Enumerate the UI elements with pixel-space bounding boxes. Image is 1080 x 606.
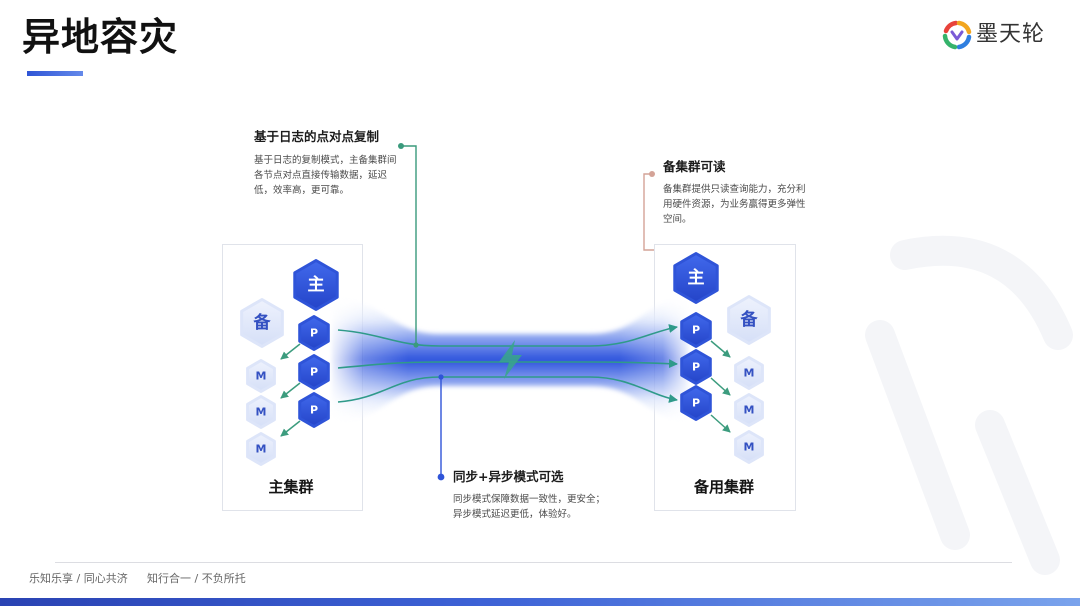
node-label: 主 bbox=[308, 274, 325, 295]
arrow-icon bbox=[710, 340, 731, 358]
footer-divider bbox=[55, 562, 1012, 563]
primary-standby-node: 备 bbox=[240, 298, 284, 348]
annotation-text: 用硬件资源，为业务赢得更多弹性 bbox=[663, 198, 806, 210]
connector-dot bbox=[438, 374, 444, 380]
arrow-icon bbox=[710, 377, 731, 396]
arrow-icon bbox=[280, 382, 301, 399]
node-label: 备 bbox=[740, 309, 759, 330]
node-label: M bbox=[256, 443, 267, 456]
annotation-title: 同步+异步模式可选 bbox=[453, 469, 564, 484]
connector-line bbox=[643, 173, 654, 251]
node-label: P bbox=[692, 397, 700, 410]
connector-dot bbox=[398, 143, 404, 149]
lightning-icon bbox=[499, 340, 522, 379]
node-label: P bbox=[310, 327, 318, 340]
flow-line-1 bbox=[337, 324, 678, 347]
annotation-text: 异步模式延迟更低，体验好。 bbox=[453, 508, 577, 520]
connector-dot bbox=[437, 473, 445, 481]
annotation-sync-async: 同步+异步模式可选 同步模式保障数据一致性，更安全； 异步模式延迟更低，体验好。 bbox=[453, 469, 605, 520]
node-label: M bbox=[744, 367, 755, 380]
standby-master-node: 主 bbox=[673, 252, 719, 304]
annotation-title: 基于日志的点对点复制 bbox=[253, 129, 379, 144]
node-label: M bbox=[744, 441, 755, 454]
node-label: P bbox=[692, 324, 700, 337]
node-label: 主 bbox=[688, 267, 705, 288]
connector-log-replication bbox=[398, 143, 419, 348]
primary-cluster-label: 主集群 bbox=[268, 478, 313, 496]
flow-line-2 bbox=[337, 359, 678, 369]
bottom-accent-bar bbox=[0, 598, 1080, 606]
arrow-icon bbox=[710, 414, 731, 433]
annotation-text: 同步模式保障数据一致性，更安全； bbox=[453, 493, 605, 505]
node-label: 备 bbox=[253, 312, 272, 333]
standby-cluster-nodes: 主 备 P P P M M M bbox=[673, 252, 771, 464]
primary-m-node-3: M bbox=[246, 432, 276, 466]
standby-m-node-3: M bbox=[734, 430, 764, 464]
annotation-text: 基于日志的复制模式，主备集群间 bbox=[254, 154, 397, 166]
standby-p-node-3: P bbox=[680, 385, 712, 421]
primary-master-node: 主 bbox=[293, 259, 339, 311]
node-label: P bbox=[310, 404, 318, 417]
node-label: M bbox=[256, 406, 267, 419]
primary-sync-arrows bbox=[280, 343, 301, 437]
standby-p-node-1: P bbox=[680, 312, 712, 348]
title-underline bbox=[27, 71, 83, 76]
annotation-text: 低，效率高，更可靠。 bbox=[254, 184, 349, 196]
footer-motto: 乐知乐享 / 同心共济 bbox=[29, 572, 128, 585]
connector-dot bbox=[649, 171, 655, 177]
connector-readable-standby bbox=[643, 171, 655, 251]
annotation-text: 备集群提供只读查询能力，充分利 bbox=[663, 183, 806, 195]
primary-cluster-nodes: 主 备 P P P M M M bbox=[240, 259, 339, 466]
node-label: P bbox=[310, 366, 318, 379]
standby-standby-node: 备 bbox=[727, 295, 771, 345]
standby-m-node-2: M bbox=[734, 393, 764, 427]
footer-motto: 知行合一 / 不负所托 bbox=[147, 572, 246, 585]
arrow-icon bbox=[280, 343, 301, 360]
page-title: 异地容灾 bbox=[22, 15, 179, 59]
primary-m-node-2: M bbox=[246, 395, 276, 429]
node-label: M bbox=[256, 370, 267, 383]
standby-p-node-2: P bbox=[680, 349, 712, 385]
connector-line bbox=[401, 145, 417, 345]
connector-sync-async bbox=[437, 374, 445, 481]
primary-p-node-3: P bbox=[298, 392, 330, 428]
node-label: P bbox=[692, 361, 700, 374]
standby-cluster-label: 备用集群 bbox=[693, 478, 754, 496]
standby-sync-arrows bbox=[710, 340, 731, 433]
annotation-title: 备集群可读 bbox=[662, 159, 726, 174]
annotation-readable-standby: 备集群可读 备集群提供只读查询能力，充分利 用硬件资源，为业务赢得更多弹性 空间… bbox=[662, 159, 806, 225]
standby-m-node-1: M bbox=[734, 356, 764, 390]
connector-dot bbox=[413, 342, 419, 348]
motianlun-logo-icon bbox=[942, 20, 972, 50]
annotation-log-replication: 基于日志的点对点复制 基于日志的复制模式，主备集群间 各节点对点直接传输数据，延… bbox=[253, 129, 397, 196]
primary-m-node-1: M bbox=[246, 359, 276, 393]
arrow-icon bbox=[280, 420, 301, 437]
logo-wordmark: 墨天轮 bbox=[976, 22, 1046, 47]
annotation-text: 空间。 bbox=[663, 213, 692, 225]
primary-p-node-1: P bbox=[298, 315, 330, 351]
watermark-logo bbox=[865, 235, 1073, 575]
annotation-text: 各节点对点直接传输数据，延迟 bbox=[254, 169, 388, 181]
primary-p-node-2: P bbox=[298, 354, 330, 390]
node-label: M bbox=[744, 404, 755, 417]
